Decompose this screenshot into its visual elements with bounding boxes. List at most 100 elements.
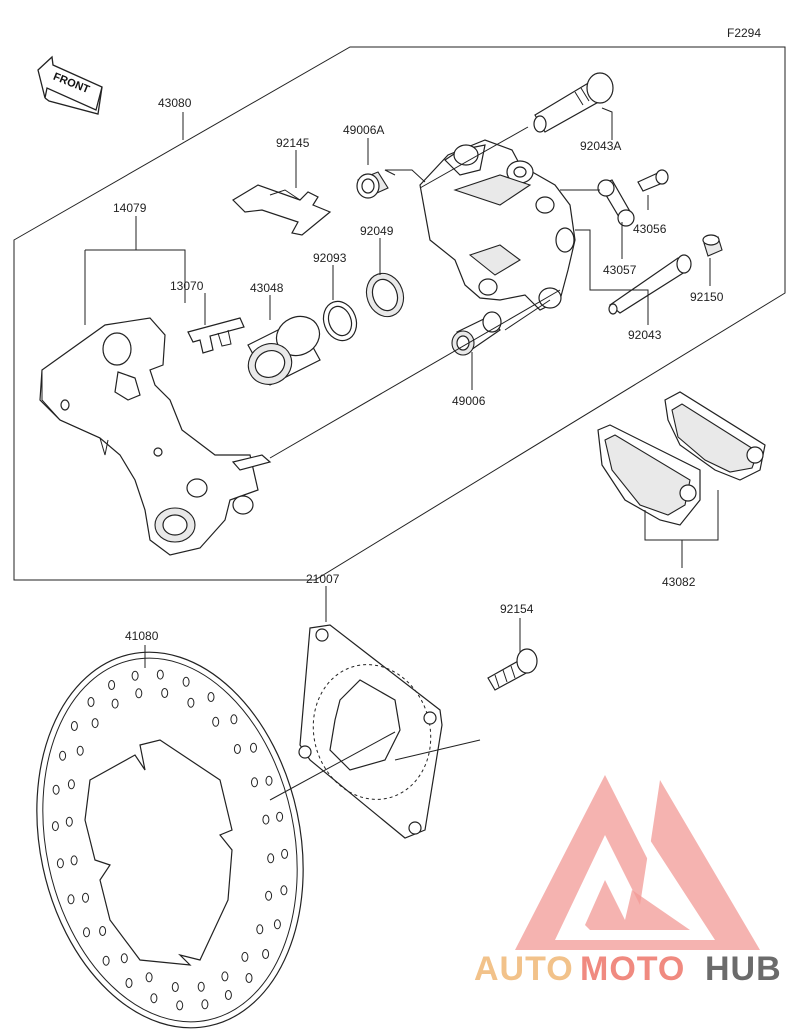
label-14079: 14079 (113, 201, 147, 215)
boot-49006a (356, 171, 389, 199)
disc-vent-hole (207, 692, 215, 702)
label-43080: 43080 (158, 96, 192, 110)
disc-vent-hole (65, 816, 73, 827)
label-49006a: 49006A (343, 123, 384, 137)
bleed-valve (637, 169, 669, 192)
disc-vent-hole (91, 718, 99, 729)
disc-vent-hole (256, 924, 264, 935)
label-92093: 92093 (313, 251, 347, 265)
disc-vent-hole (241, 951, 249, 962)
disc-vent-hole (70, 721, 78, 731)
label-92043a: 92043A (580, 139, 621, 153)
watermark-auto: AUTO (474, 950, 574, 988)
disc-bolt (487, 648, 538, 691)
pad-spring (187, 317, 245, 354)
disc-vent-hole (187, 697, 195, 708)
disc-vent-hole (201, 999, 209, 1010)
boot-49006 (451, 311, 502, 356)
disc-vent-hole (59, 750, 67, 761)
disc-vent-hole (233, 744, 241, 754)
watermark-hub: HUB (705, 950, 782, 988)
automotohub-logo: AUTO MOTO HUB (474, 775, 782, 988)
disc-vent-hole (125, 978, 133, 988)
disc-vent-hole (281, 848, 289, 859)
disc-vent-hole (265, 890, 273, 901)
disc-vent-hole (120, 953, 128, 964)
disc-vent-hole (230, 714, 238, 725)
disc-vent-hole (250, 742, 257, 753)
label-43057: 43057 (603, 263, 637, 277)
disc-vent-hole (102, 955, 110, 966)
disc-vent-hole (176, 1000, 184, 1011)
disc-vent-hole (273, 919, 281, 930)
label-43056: 43056 (633, 222, 667, 236)
disc-vent-hole (52, 784, 60, 795)
disc-vent-hole (161, 688, 169, 698)
disc-vent-hole (108, 680, 116, 690)
disc-vent-hole (267, 853, 275, 864)
plug (702, 234, 723, 257)
disc-vent-hole (67, 894, 75, 905)
disc-vent-holes (51, 669, 289, 1011)
label-92049: 92049 (360, 224, 394, 238)
brake-disc (36, 651, 304, 1029)
part-labels: 43080 92145 49006A 92043A 14079 13070 43… (113, 96, 724, 643)
label-21007: 21007 (306, 572, 340, 586)
disc-vent-hole (251, 777, 258, 788)
leader-lines (84, 107, 719, 801)
caliper-body (419, 139, 576, 311)
disc-vent-hole (265, 775, 273, 786)
disc-vent-hole (87, 697, 95, 707)
bleed-cap (597, 179, 635, 227)
label-49006: 49006 (452, 394, 486, 408)
label-43048: 43048 (250, 281, 284, 295)
disc-vent-hole (262, 814, 270, 825)
disc-vent-hole (56, 858, 64, 869)
disc-vent-hole (156, 669, 164, 680)
front-arrow-icon: FRONT (37, 55, 103, 115)
dust-seal (322, 300, 358, 342)
disc-vent-hole (83, 927, 90, 938)
disc-vent-hole (111, 698, 119, 709)
disc-vent-hole (280, 885, 288, 896)
label-92154: 92154 (500, 602, 534, 616)
disc-vent-hole (197, 981, 205, 992)
slide-pin-92043 (608, 254, 692, 315)
disc-vent-hole (212, 716, 220, 727)
disc-vent-hole (76, 745, 84, 756)
label-43082: 43082 (662, 575, 696, 589)
watermark-moto: MOTO (580, 950, 685, 988)
disc-vent-hole (150, 993, 158, 1004)
label-92043: 92043 (628, 328, 662, 342)
caliper-kit-box (13, 46, 786, 581)
abs-tone-ring (298, 624, 443, 839)
disc-vent-hole (245, 973, 253, 983)
disc-vent-hole (171, 982, 179, 992)
disc-vent-hole (182, 676, 190, 687)
disc-vent-hole (99, 926, 107, 936)
disc-vent-hole (70, 855, 78, 866)
label-92150: 92150 (690, 290, 724, 304)
disc-vent-hole (221, 971, 229, 982)
disc-vent-hole (135, 688, 143, 699)
caliper-bracket (39, 317, 272, 556)
brake-pads (597, 391, 766, 526)
slide-pin-92043a (533, 72, 614, 133)
disc-vent-hole (67, 779, 75, 790)
disc-vent-hole (276, 811, 284, 822)
pad-clip (232, 184, 332, 236)
disc-vent-hole (51, 821, 59, 832)
disc-vent-hole (82, 892, 89, 903)
disc-vent-hole (145, 972, 153, 983)
disc-vent-hole (262, 949, 270, 959)
disc-vent-hole (131, 670, 139, 681)
piston-seal (365, 272, 405, 318)
caliper-piston (247, 315, 321, 386)
label-92145: 92145 (276, 136, 310, 150)
figure-code: F2294 (727, 26, 761, 40)
label-13070: 13070 (170, 279, 204, 293)
label-41080: 41080 (125, 629, 159, 643)
disc-vent-hole (224, 990, 232, 1000)
